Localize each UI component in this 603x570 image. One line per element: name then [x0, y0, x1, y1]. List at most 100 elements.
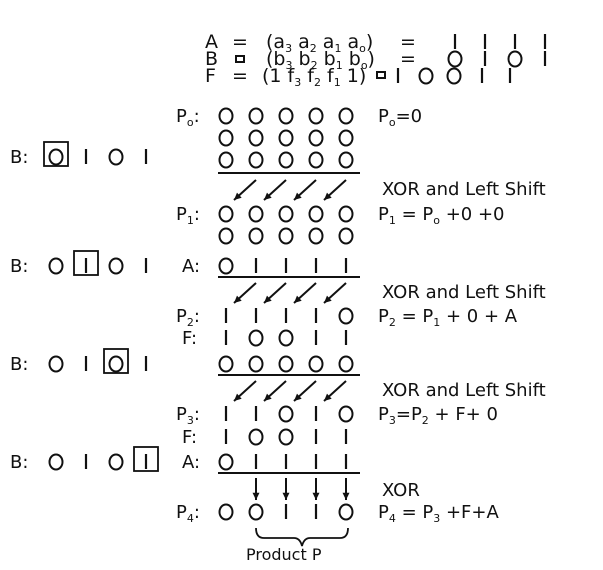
bit-zero: [218, 129, 234, 147]
bit-zero: [338, 405, 354, 423]
step1-text: XOR and Left Shift: [382, 179, 546, 200]
p2-row-1: [224, 307, 354, 325]
bit-zero: [218, 151, 234, 169]
bit-zero: [248, 428, 264, 446]
bit-zero: [338, 205, 354, 223]
arrow-head: [264, 295, 272, 303]
bit-zero: [248, 355, 264, 373]
a-expression: (a3 a2 a1 ao): [266, 31, 373, 55]
bit-zero: [308, 205, 324, 223]
f-label: F: [205, 65, 216, 87]
p1-row-1: [218, 205, 354, 223]
shift-arrows-3: [233, 380, 347, 402]
current-bit-box: [133, 446, 159, 472]
b-register-1: B:: [10, 141, 148, 168]
bit-zero: [218, 257, 234, 275]
arrow-head: [324, 295, 332, 303]
p0-row-1: [218, 107, 354, 125]
arrow-head: [282, 492, 290, 500]
arrow-head: [294, 393, 302, 401]
p4-label: P4:: [176, 502, 200, 525]
bit-zero: [338, 307, 354, 325]
shift-arrows-2: [233, 282, 347, 304]
bit-zero: [278, 227, 294, 245]
bit-zero: [278, 151, 294, 169]
p0-row-3: [218, 151, 354, 169]
f-equals: =: [232, 65, 248, 87]
shift-arrows-1: [233, 179, 347, 201]
bit-zero: [308, 129, 324, 147]
bit-zero: [278, 405, 294, 423]
p2-row-2: [224, 329, 348, 347]
b-bit: [48, 148, 64, 166]
bit-zero: [218, 107, 234, 125]
p1-label: P1:: [176, 204, 200, 227]
step3-text: XOR and Left Shift: [382, 380, 546, 401]
header-f-line: F = (1 f3 f2 f1 1): [205, 65, 512, 89]
a-label: A: [205, 31, 218, 53]
p3-row-3: [218, 453, 348, 471]
p2-label: P2:: [176, 306, 200, 329]
product-label: Product P: [246, 545, 322, 564]
bit-zero: [248, 129, 264, 147]
b-register-3: B:: [10, 348, 148, 375]
bit-zero: [507, 50, 523, 68]
bit-zero: [248, 151, 264, 169]
p1-row-2: [218, 227, 354, 245]
bit-zero: [218, 205, 234, 223]
bit-zero: [248, 503, 264, 521]
p3-equation: P3=P2 + F+ 0: [378, 404, 498, 427]
p4-row: [218, 503, 354, 521]
product-brace: [255, 527, 349, 547]
b-register-2: B:: [10, 250, 148, 277]
bit-zero: [278, 355, 294, 373]
bit-zero: [418, 67, 434, 85]
bit-zero: [338, 107, 354, 125]
arrow-head: [324, 393, 332, 401]
bit-zero: [278, 129, 294, 147]
p3-label: P3:: [176, 404, 200, 427]
bit-zero: [338, 129, 354, 147]
bit-zero: [248, 107, 264, 125]
b-register-label: B:: [10, 452, 28, 473]
bit-zero: [308, 355, 324, 373]
current-bit-box: [73, 250, 99, 276]
arrow-head: [324, 192, 332, 200]
p3-row-2: [224, 428, 348, 446]
arrow-head: [252, 492, 260, 500]
a-bits: [453, 34, 547, 49]
bit-zero: [308, 151, 324, 169]
bit-zero: [218, 503, 234, 521]
p3-f-label: F:: [182, 427, 197, 448]
b-bit: [48, 257, 64, 275]
b-equals-2: =: [400, 48, 416, 70]
a-equals-2: =: [400, 31, 416, 53]
p0-row-2: [218, 129, 354, 147]
b-label: B: [205, 48, 218, 70]
bit-zero: [338, 151, 354, 169]
current-bit-box: [103, 348, 129, 374]
arrow-head: [264, 393, 272, 401]
p0-equation: Po=0: [378, 106, 422, 129]
arrow-head: [342, 492, 350, 500]
arrow-head: [234, 192, 242, 200]
arrow-head: [234, 295, 242, 303]
b-register-label: B:: [10, 354, 28, 375]
b-bit: [108, 148, 124, 166]
bit-zero: [218, 355, 234, 373]
b-bits: [447, 50, 547, 68]
b-register-label: B:: [10, 256, 28, 277]
bit-zero: [338, 355, 354, 373]
p2-equation: P2 = P1 + 0 + A: [378, 306, 518, 329]
xor-arrows: [252, 478, 350, 500]
arrow-head: [264, 192, 272, 200]
p0-label: Po:: [176, 106, 200, 129]
b-register-label: B:: [10, 147, 28, 168]
p1-equation: P1 = Po +0 +0: [378, 204, 505, 227]
b-bit: [108, 355, 124, 373]
bit-zero: [248, 205, 264, 223]
bit-zero: [308, 107, 324, 125]
f-expression: (1 f3 f2 f1 1): [262, 65, 366, 89]
p3-row-1: [224, 405, 354, 423]
